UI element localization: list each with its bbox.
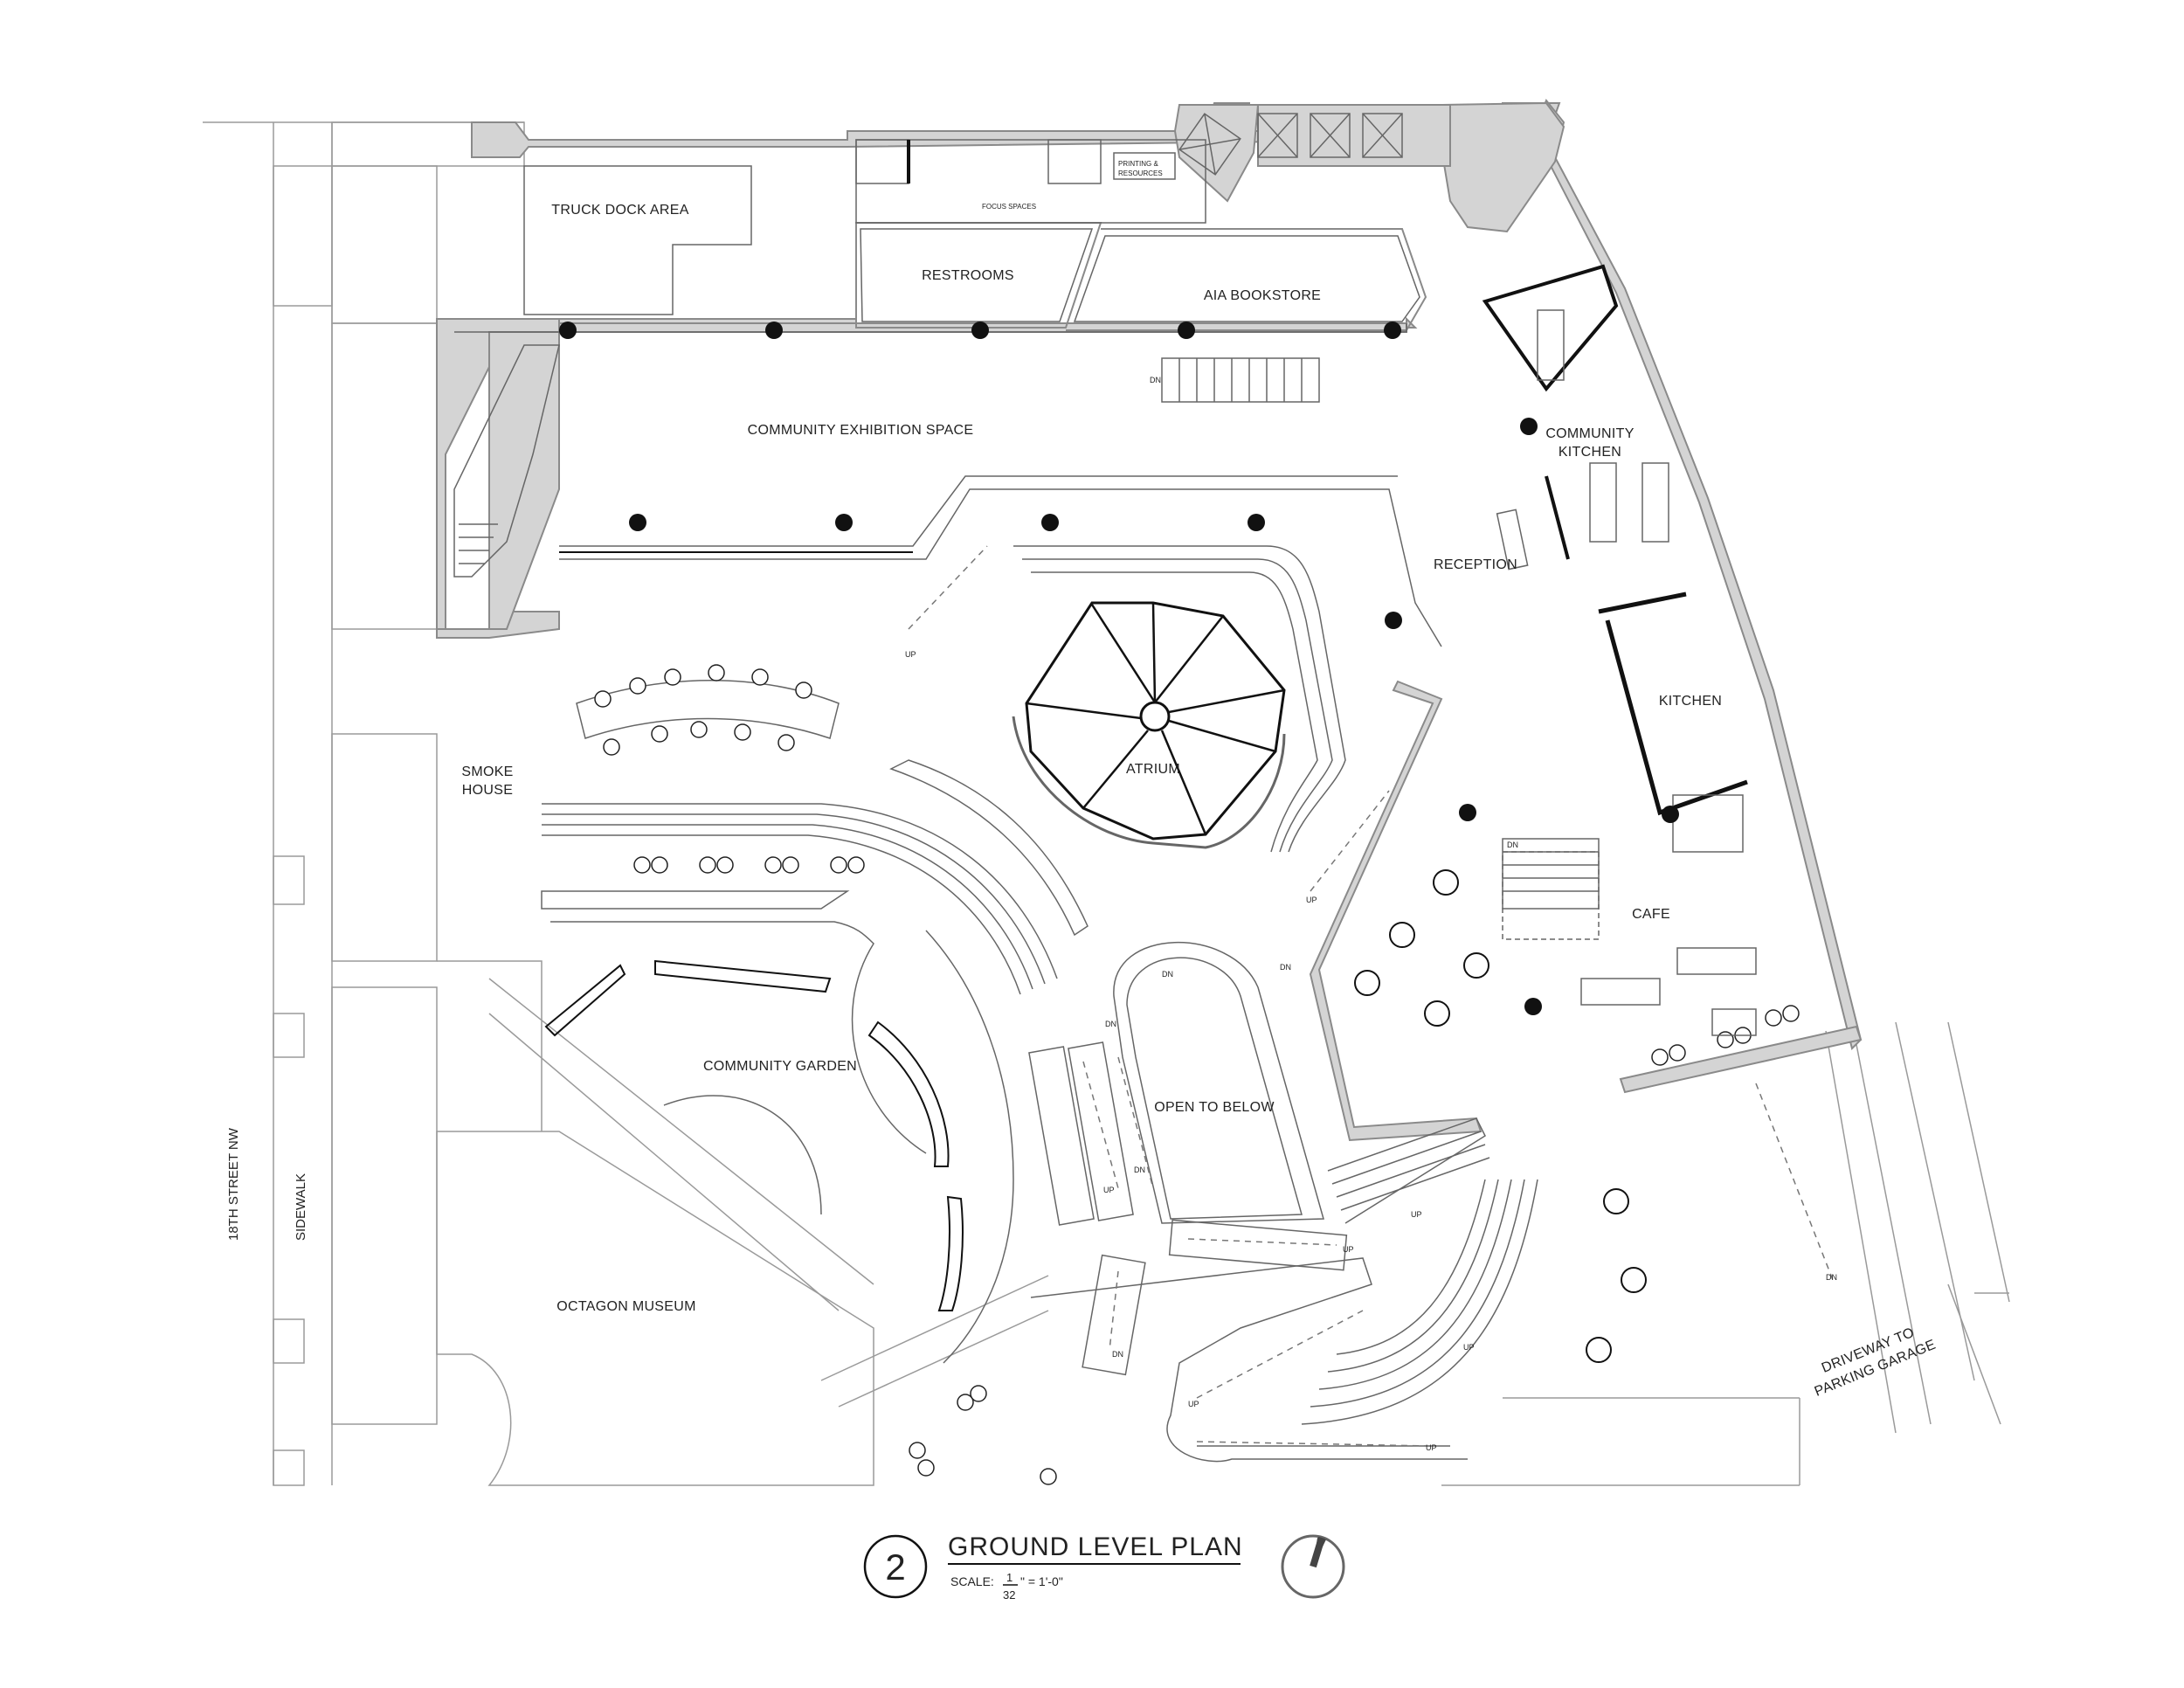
- stair-label: DN: [1507, 841, 1518, 849]
- stair-label: DN: [1134, 1166, 1145, 1174]
- label-open-to-below: OPEN TO BELOW: [1154, 1100, 1275, 1115]
- stair-label: UP: [1343, 1245, 1354, 1254]
- label-kitchen: KITCHEN: [1659, 694, 1722, 709]
- drawing-title: GROUND LEVEL PLAN: [948, 1532, 1243, 1561]
- title-block: 2 GROUND LEVEL PLAN SCALE: 1 32 " = 1'-0…: [863, 1532, 1345, 1602]
- site-context: [203, 121, 2010, 1486]
- label-truck-dock: TRUCK DOCK AREA: [551, 203, 688, 218]
- label-focus-spaces: FOCUS SPACES: [982, 203, 1036, 211]
- label-street: 18TH STREET NW: [226, 1127, 241, 1241]
- label-smoke-house-1: SMOKE: [461, 764, 513, 779]
- label-bookstore: AIA BOOKSTORE: [1204, 288, 1321, 303]
- atrium-skylight: [1012, 545, 1346, 853]
- drawing-number-circle: [863, 1534, 928, 1599]
- stair-label: DN: [1105, 1020, 1116, 1028]
- label-community-garden: COMMUNITY GARDEN: [703, 1059, 857, 1074]
- furniture: [576, 309, 1800, 1485]
- label-reception: RECEPTION: [1434, 557, 1517, 572]
- scale-label: SCALE:: [950, 1574, 994, 1588]
- label-restrooms: RESTROOMS: [922, 268, 1014, 283]
- label-cafe: CAFE: [1632, 907, 1670, 922]
- room-outlines: [454, 113, 1748, 1224]
- label-community-kitchen-2: KITCHEN: [1559, 445, 1621, 460]
- stair-label: UP: [1306, 896, 1317, 904]
- label-atrium: ATRIUM: [1126, 762, 1180, 777]
- label-exhibition: COMMUNITY EXHIBITION SPACE: [748, 423, 974, 438]
- stair-label: DN: [1162, 970, 1173, 979]
- label-printing-2: RESOURCES: [1118, 169, 1163, 177]
- stair-label: DN: [1280, 963, 1291, 972]
- stair-label: DN: [1112, 1350, 1123, 1359]
- label-printing-1: PRINTING &: [1118, 160, 1158, 168]
- street-labels: 18TH STREET NW SIDEWALK: [226, 1127, 308, 1241]
- stair-label: UP: [1426, 1443, 1437, 1452]
- label-smoke-house-2: HOUSE: [462, 783, 513, 798]
- scale-rest: " = 1'-0": [1020, 1574, 1063, 1588]
- stair-label: UP: [1103, 1186, 1115, 1194]
- room-labels: TRUCK DOCK AREA RESTROOMS AIA BOOKSTORE …: [461, 160, 1938, 1452]
- stair-label: UP: [1188, 1400, 1199, 1408]
- label-octagon-museum: OCTAGON MUSEUM: [556, 1299, 695, 1314]
- drawing-number: 2: [885, 1546, 905, 1588]
- stair-label: DN: [1150, 376, 1161, 384]
- label-sidewalk: SIDEWALK: [294, 1173, 308, 1241]
- building-walls: [436, 99, 1863, 1142]
- label-community-kitchen-1: COMMUNITY: [1545, 426, 1634, 441]
- stair-label: UP: [1463, 1343, 1475, 1352]
- terraces-and-stairs: [453, 344, 1835, 1463]
- stair-label: DN: [1826, 1273, 1837, 1282]
- stair-label: UP: [1411, 1210, 1422, 1219]
- scale-numerator: 1: [1006, 1571, 1013, 1584]
- scale-denominator: 32: [1003, 1588, 1015, 1602]
- structural-columns: [559, 322, 1679, 1015]
- stair-label: UP: [905, 650, 916, 659]
